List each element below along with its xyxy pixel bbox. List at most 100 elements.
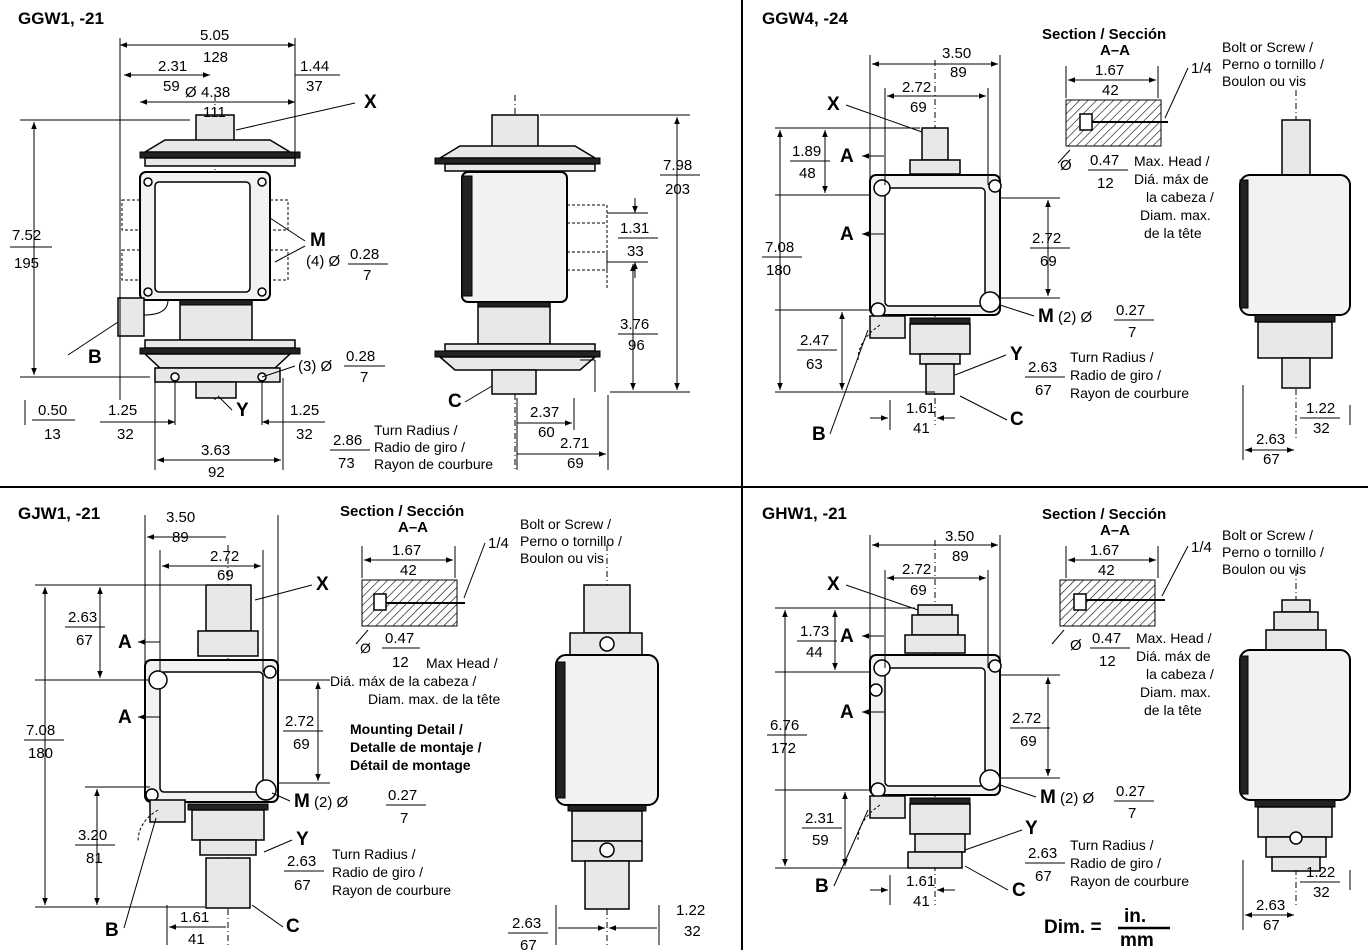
dim-161: 1.61 bbox=[906, 873, 935, 890]
callout-c: C bbox=[1012, 880, 1026, 901]
bolt-es: Perno o tornillo / bbox=[1222, 544, 1324, 560]
dim-231: 2.31 bbox=[805, 810, 834, 827]
callout-a-2: A bbox=[118, 707, 132, 728]
dim-69-side: 69 bbox=[1020, 733, 1037, 750]
dim-231: 2.31 bbox=[158, 58, 187, 75]
callout-b: B bbox=[105, 920, 119, 941]
ggw4-side-view bbox=[1239, 90, 1351, 440]
mounting-en: Mounting Detail / bbox=[350, 721, 463, 737]
dim-42: 42 bbox=[1098, 562, 1115, 579]
dim-67-side: 67 bbox=[1263, 451, 1280, 468]
dim-180: 180 bbox=[766, 262, 791, 279]
dim-m-027: 0.27 bbox=[1116, 783, 1145, 800]
callout-c: C bbox=[448, 391, 462, 412]
head-2: Diá. máx de bbox=[1134, 171, 1209, 187]
callout-x: X bbox=[316, 574, 329, 595]
dim-263-turn: 2.63 bbox=[287, 853, 316, 870]
dim-69: 69 bbox=[567, 455, 584, 472]
dim-286: 2.86 bbox=[333, 432, 362, 449]
dim-438: 4.38 bbox=[201, 84, 230, 101]
callout-y: Y bbox=[1025, 818, 1038, 839]
dim-505: 5.05 bbox=[200, 27, 229, 44]
dim-89: 89 bbox=[950, 64, 967, 81]
callout-b: B bbox=[815, 876, 829, 897]
dim-131: 1.31 bbox=[620, 220, 649, 237]
dim-272-side: 2.72 bbox=[1012, 710, 1041, 727]
section-aa: A–A bbox=[398, 519, 428, 536]
mounting-fr: Détail de montage bbox=[350, 757, 471, 773]
dim-42: 42 bbox=[1102, 82, 1119, 99]
dim-81: 81 bbox=[86, 850, 103, 867]
dim-96: 96 bbox=[628, 337, 645, 354]
dim-172: 172 bbox=[771, 740, 796, 757]
m-count-label: (2) Ø bbox=[314, 794, 349, 811]
turn-radius-en: Turn Radius / bbox=[374, 422, 458, 438]
dim-708: 7.08 bbox=[26, 722, 55, 739]
dim-12: 12 bbox=[1099, 653, 1116, 670]
dim-67-side: 67 bbox=[520, 937, 537, 950]
legend-in: in. bbox=[1124, 906, 1146, 927]
bolt-en: Bolt or Screw / bbox=[1222, 39, 1313, 55]
callout-a-2: A bbox=[840, 224, 854, 245]
dim-167: 1.67 bbox=[392, 542, 421, 559]
turn-radius-es: Radio de giro / bbox=[332, 864, 423, 880]
dim-37: 37 bbox=[306, 78, 323, 95]
dim-798: 7.98 bbox=[663, 157, 692, 174]
dim-32-right: 32 bbox=[296, 426, 313, 443]
units-legend: Dim. = in. mm bbox=[1044, 906, 1170, 950]
dim-125-right: 1.25 bbox=[290, 402, 319, 419]
dim-m-027: 0.27 bbox=[1116, 302, 1145, 319]
dim-263: 2.63 bbox=[1028, 359, 1057, 376]
dim-m-7: 7 bbox=[400, 810, 408, 827]
dim-272-top: 2.72 bbox=[210, 548, 239, 565]
dim-111: 111 bbox=[203, 104, 226, 121]
turn-radius-es: Radio de giro / bbox=[1070, 367, 1161, 383]
gjw1-side-view bbox=[555, 545, 659, 945]
dim-67-side: 67 bbox=[1263, 917, 1280, 934]
dim-272-top: 2.72 bbox=[902, 561, 931, 578]
head-2: Diá. máx de bbox=[1136, 648, 1211, 664]
ggw1-front-view bbox=[117, 95, 301, 400]
dim-3-028: 0.28 bbox=[346, 348, 375, 365]
panel-title: GGW1, -21 bbox=[18, 9, 104, 28]
dim-m-7: 7 bbox=[363, 267, 371, 284]
turn-radius-en: Turn Radius / bbox=[332, 846, 416, 862]
head-3: la cabeza / bbox=[1146, 189, 1214, 205]
bolt-en: Bolt or Screw / bbox=[520, 516, 611, 532]
turn-radius-es: Radio de giro / bbox=[1070, 855, 1161, 871]
dim-42: 42 bbox=[400, 562, 417, 579]
dim-59: 59 bbox=[163, 78, 180, 95]
dim-122: 1.22 bbox=[1306, 864, 1335, 881]
panel-gjw1: GJW1, -21 Section / Sección A–A 1.67 42 … bbox=[18, 503, 705, 950]
dim-263: 2.63 bbox=[68, 609, 97, 626]
dim-67: 67 bbox=[76, 632, 93, 649]
dim-263-side: 2.63 bbox=[1256, 431, 1285, 448]
dim-173: 1.73 bbox=[800, 623, 829, 640]
dim-13: 13 bbox=[44, 426, 61, 443]
dim-48: 48 bbox=[799, 165, 816, 182]
dim-363: 3.63 bbox=[201, 442, 230, 459]
dim-708: 7.08 bbox=[765, 239, 794, 256]
dim-189: 1.89 bbox=[792, 143, 821, 160]
dim-180: 180 bbox=[28, 745, 53, 762]
callout-m: M bbox=[1040, 787, 1056, 808]
callout-a-1: A bbox=[840, 146, 854, 167]
head-4: Diam. max. bbox=[1140, 684, 1211, 700]
dim-271: 2.71 bbox=[560, 435, 589, 452]
dim-272-side: 2.72 bbox=[1032, 230, 1061, 247]
ghw1-front-view bbox=[857, 540, 1002, 905]
dim-203: 203 bbox=[665, 181, 690, 198]
dim-m-7: 7 bbox=[1128, 805, 1136, 822]
dim-752: 7.52 bbox=[12, 227, 41, 244]
head-3: la cabeza / bbox=[1146, 666, 1214, 682]
dim-3-7: 7 bbox=[360, 369, 368, 386]
callout-b: B bbox=[812, 424, 826, 445]
dim-69-side: 69 bbox=[1040, 253, 1057, 270]
dim-122: 1.22 bbox=[1306, 400, 1335, 417]
dim-050: 0.50 bbox=[38, 402, 67, 419]
turn-radius-en: Turn Radius / bbox=[1070, 837, 1154, 853]
dim-69-top: 69 bbox=[910, 582, 927, 599]
diameter-symbol: Ø bbox=[360, 640, 371, 656]
ghw1-side-view bbox=[1239, 570, 1351, 905]
section-title: Section / Sección bbox=[1042, 26, 1166, 43]
